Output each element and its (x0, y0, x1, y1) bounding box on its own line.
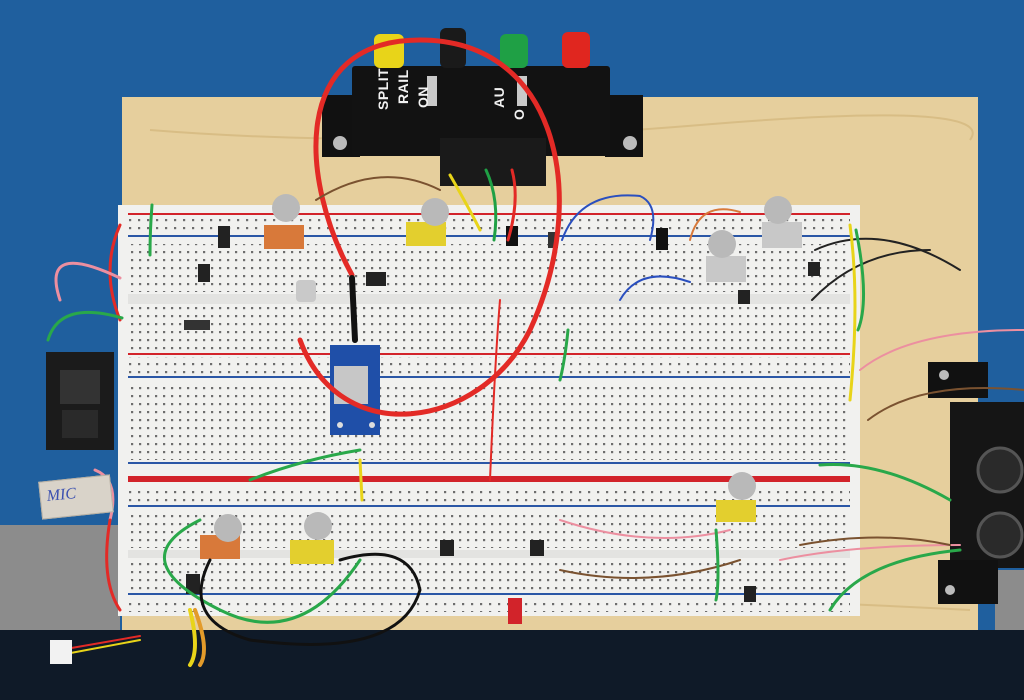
sd-card-module (330, 345, 380, 435)
switch-box (322, 66, 643, 186)
wires (46, 37, 1024, 667)
potentiometers (200, 194, 802, 564)
switch-label-auto: AU (491, 86, 507, 108)
foam-left (0, 525, 120, 635)
switch-label-split: SPLIT (375, 67, 391, 110)
switch-label-rail: RAIL (395, 69, 411, 104)
banana-jacks (374, 28, 590, 68)
left-jack-module (46, 352, 114, 450)
toggle-switches (427, 76, 527, 106)
switch-label-on: ON (415, 86, 431, 108)
components (184, 226, 820, 624)
breadboard-bottom (118, 474, 860, 616)
mic-tag: MIC (38, 474, 114, 520)
switch-label-auto-o: O (511, 108, 527, 120)
mic-tag-text: MIC (45, 485, 77, 506)
foam-right (995, 570, 1024, 630)
right-jack-module (928, 362, 1024, 604)
breadboard-top (118, 205, 860, 475)
